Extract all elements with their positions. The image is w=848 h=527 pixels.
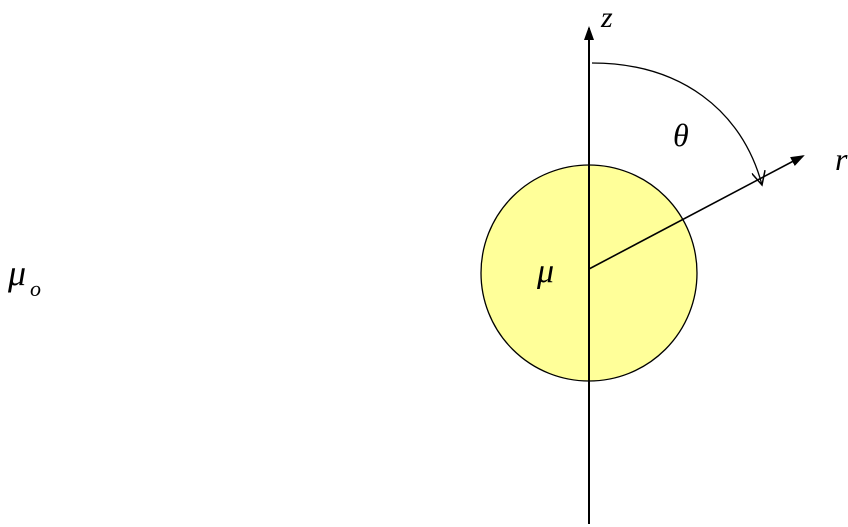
z-axis-label: z <box>600 1 613 34</box>
outer-permeability-symbol: μ <box>7 253 26 293</box>
theta-angle-label: θ <box>673 117 689 153</box>
outer-permeability-subscript: o <box>30 276 41 301</box>
theta-angle-arc <box>591 62 762 185</box>
radial-vector-r <box>588 155 805 270</box>
radial-vector-label: r <box>835 141 848 177</box>
sphere-permeability-label: μ <box>536 253 554 290</box>
